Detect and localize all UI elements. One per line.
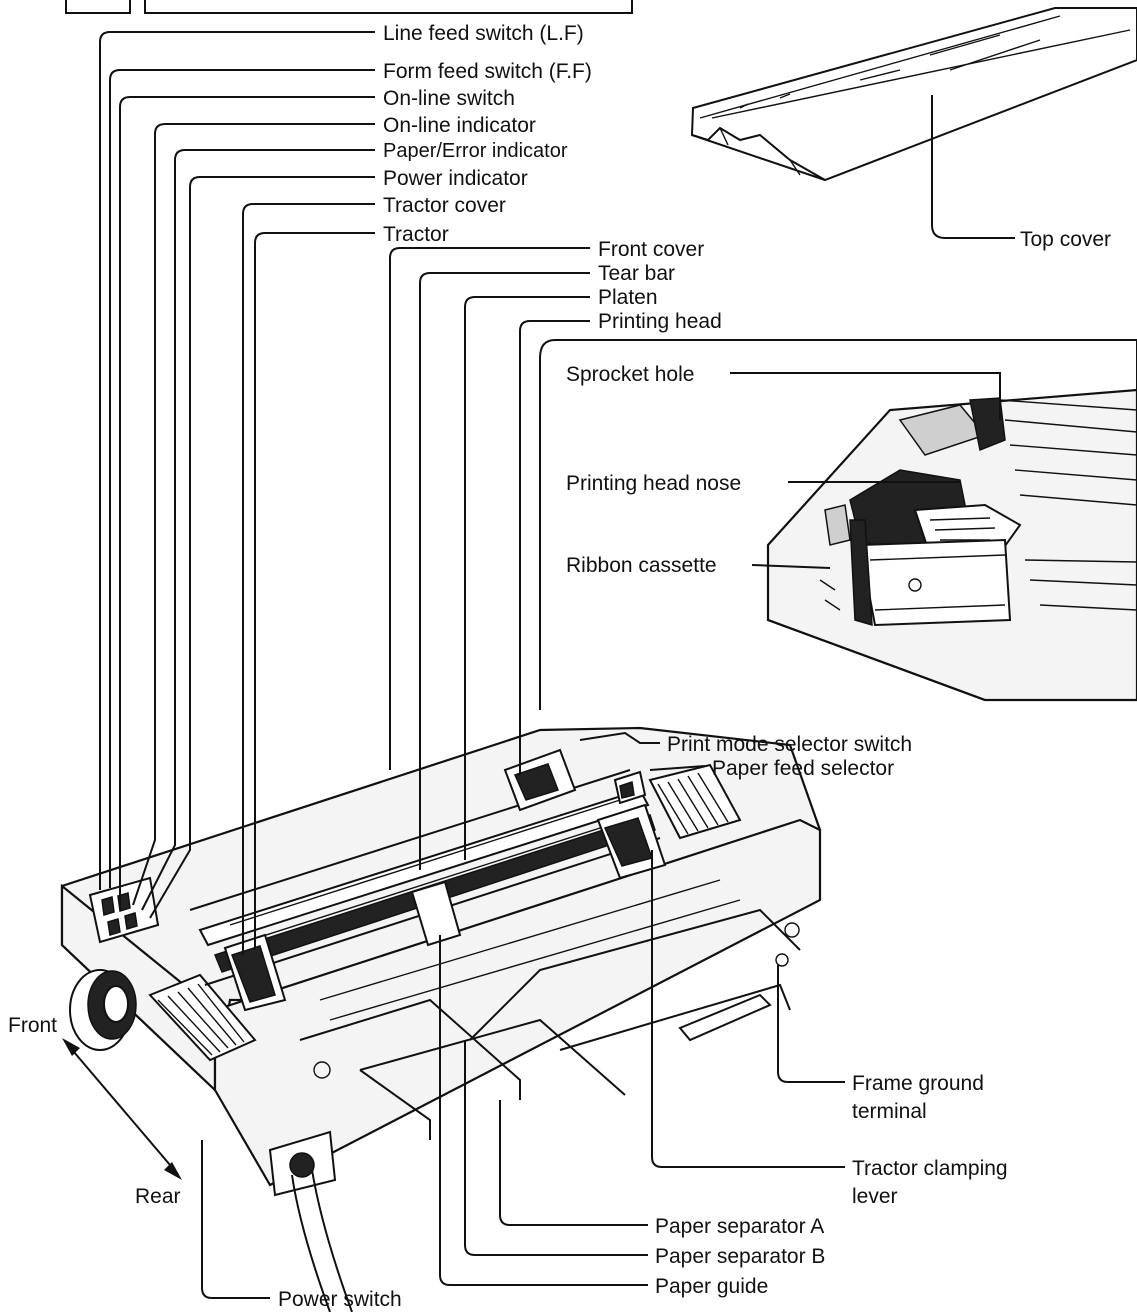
label-power-switch: Power switch bbox=[278, 1288, 402, 1311]
printing-head-inset bbox=[539, 339, 1137, 710]
label-paper-separator-b: Paper separator B bbox=[655, 1245, 825, 1268]
leader-lines bbox=[62, 31, 1015, 1299]
label-rear: Rear bbox=[135, 1185, 181, 1208]
label-line-feed-switch: Line feed switch (L.F) bbox=[383, 22, 584, 45]
label-paper-guide: Paper guide bbox=[655, 1275, 768, 1298]
label-form-feed-switch: Form feed switch (F.F) bbox=[383, 60, 592, 83]
label-tractor-clamping-lever-line1: Tractor clamping bbox=[852, 1157, 1008, 1180]
label-tractor-cover: Tractor cover bbox=[383, 194, 506, 217]
label-front: Front bbox=[8, 1014, 57, 1037]
label-sprocket-hole: Sprocket hole bbox=[566, 363, 694, 386]
label-paper-feed-selector: Paper feed selector bbox=[712, 757, 894, 780]
label-on-line-indicator: On-line indicator bbox=[383, 114, 536, 137]
header-boxes bbox=[65, 0, 633, 14]
label-printing-head: Printing head bbox=[598, 310, 722, 333]
label-tear-bar: Tear bar bbox=[598, 262, 675, 285]
label-print-mode-selector-switch: Print mode selector switch bbox=[667, 733, 912, 756]
label-frame-ground-terminal-line2: terminal bbox=[852, 1100, 927, 1123]
label-power-indicator: Power indicator bbox=[383, 167, 528, 190]
top-cover-illustration bbox=[690, 7, 1137, 182]
label-printing-head-nose: Printing head nose bbox=[566, 472, 741, 495]
printer-illustration bbox=[60, 726, 822, 1312]
label-frame-ground-terminal-line1: Frame ground bbox=[852, 1072, 984, 1095]
label-top-cover: Top cover bbox=[1020, 228, 1111, 251]
callout-labels: Line feed switch (L.F) Form feed switch … bbox=[8, 22, 1111, 1311]
label-paper-separator-a: Paper separator A bbox=[655, 1215, 824, 1238]
label-paper-error-indicator: Paper/Error indicator bbox=[383, 140, 568, 162]
label-tractor-clamping-lever-line2: lever bbox=[852, 1185, 898, 1208]
label-tractor: Tractor bbox=[383, 223, 449, 246]
label-front-cover: Front cover bbox=[598, 238, 704, 261]
label-ribbon-cassette: Ribbon cassette bbox=[566, 554, 717, 577]
label-platen: Platen bbox=[598, 286, 658, 309]
label-on-line-switch: On-line switch bbox=[383, 87, 515, 110]
